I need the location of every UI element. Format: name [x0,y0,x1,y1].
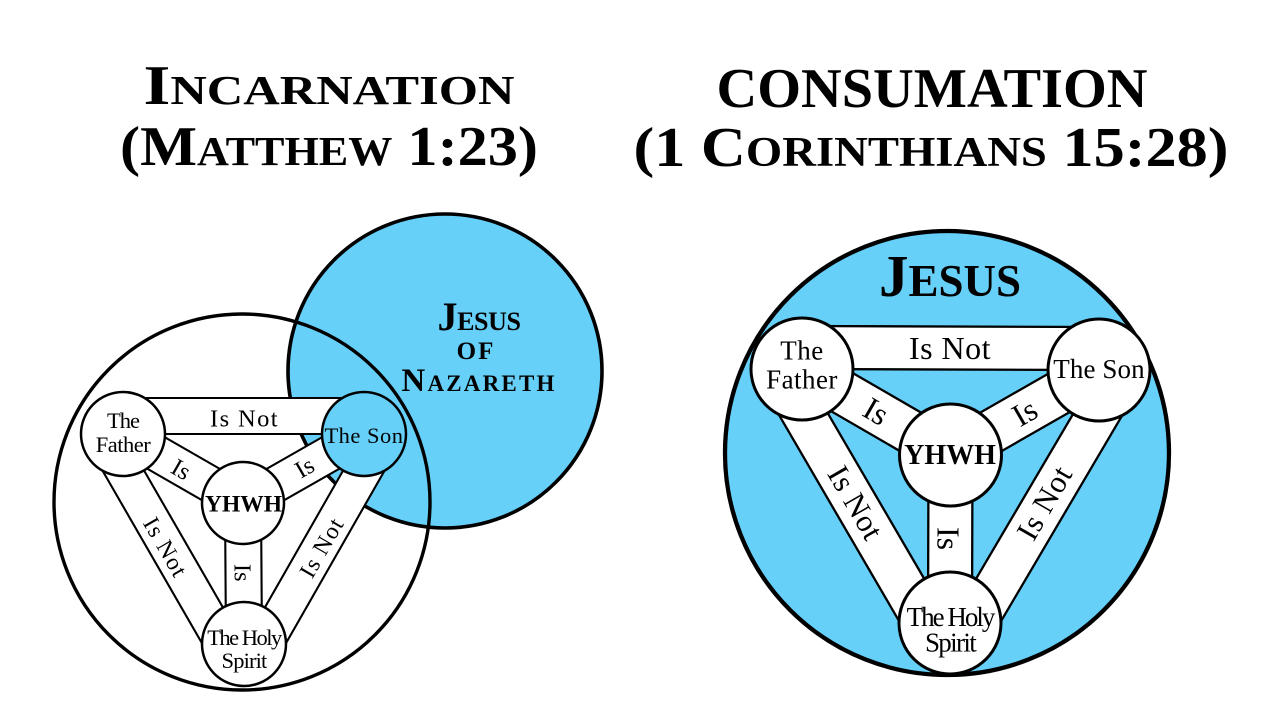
svg-text:NAZARETH: NAZARETH [401,363,556,399]
svg-text:Is Not: Is Not [909,330,991,366]
svg-text:Spirit: Spirit [222,648,269,673]
svg-text:Is: Is [930,527,966,550]
svg-text:JESUS: JESUS [437,294,520,339]
svg-text:The Son: The Son [1053,354,1145,384]
svg-text:JESUS: JESUS [879,243,1021,309]
svg-text:The: The [780,336,823,366]
svg-text:Father: Father [766,365,838,395]
svg-text:YHWH: YHWH [205,492,282,518]
svg-text:Father: Father [96,432,151,457]
svg-text:OF: OF [457,338,496,365]
svg-text:The: The [107,408,140,433]
svg-text:The Son: The Son [324,423,403,448]
svg-text:The Holy: The Holy [907,602,996,632]
svg-text:YHWH: YHWH [904,440,996,471]
svg-text:The Holy: The Holy [207,625,283,650]
svg-text:Is: Is [228,564,255,582]
svg-text:CONSUMATION: CONSUMATION [717,58,1148,120]
svg-text:Spirit: Spirit [925,628,977,658]
svg-text:Is Not: Is Not [210,405,279,432]
